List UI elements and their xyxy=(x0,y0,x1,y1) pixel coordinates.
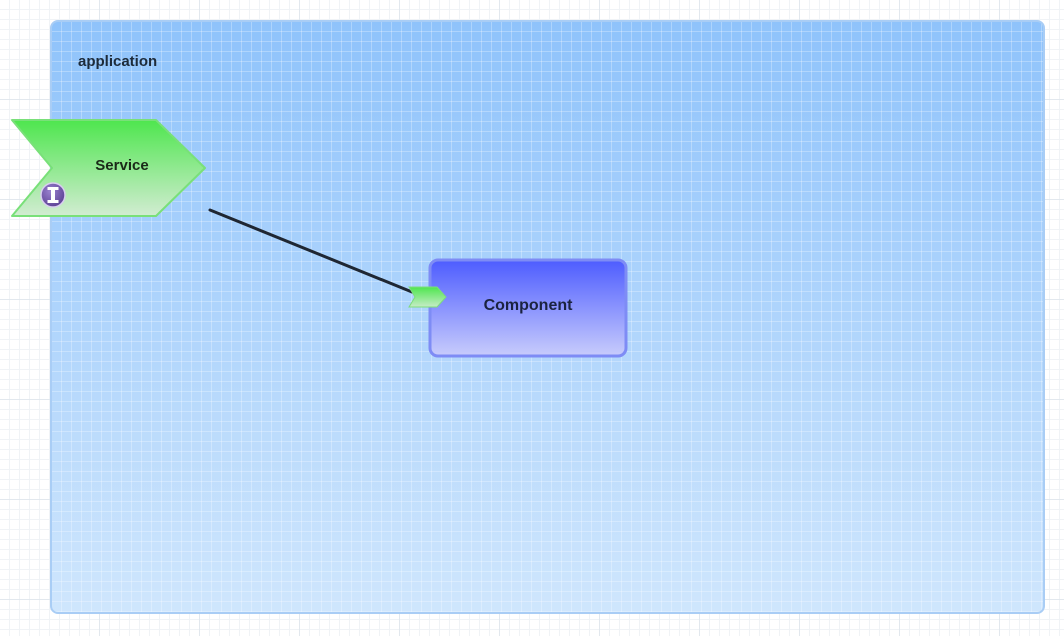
service-label: Service xyxy=(95,157,149,174)
component-node[interactable] xyxy=(428,258,628,358)
service-connection[interactable] xyxy=(208,208,414,294)
application-label: application xyxy=(78,53,158,70)
component-label: Component xyxy=(483,297,573,314)
service-port-icon[interactable] xyxy=(408,286,447,308)
interface-icon xyxy=(40,182,66,208)
